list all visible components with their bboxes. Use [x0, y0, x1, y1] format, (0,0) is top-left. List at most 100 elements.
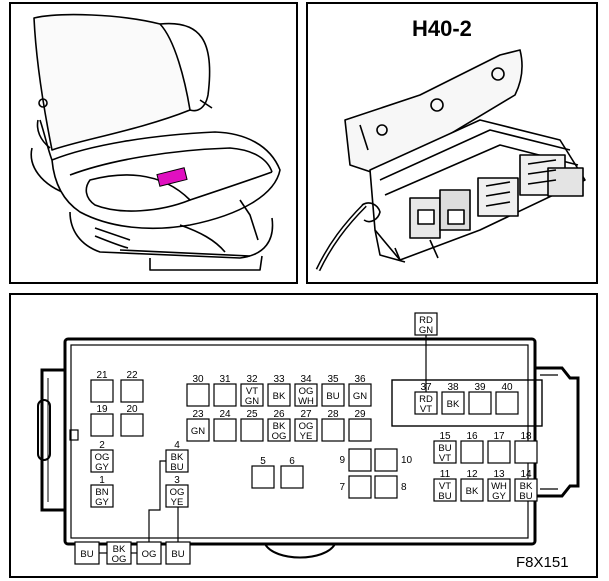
pin-cavity — [348, 475, 372, 499]
pin-cavity — [240, 383, 264, 407]
pin-5: 5 — [251, 456, 275, 489]
wire-color-code: OG — [142, 549, 157, 560]
pin-18: 18 — [514, 431, 538, 464]
pin-24: 24 — [213, 409, 237, 442]
pin-number: 5 — [260, 456, 266, 467]
pin-number: 33 — [273, 374, 285, 385]
pin-cavity — [120, 413, 144, 437]
pin-cavity — [321, 418, 345, 442]
pin-number: 2 — [99, 440, 105, 451]
pin-cavity — [374, 448, 398, 472]
pin-cavity — [213, 383, 237, 407]
pin-number: 25 — [246, 409, 258, 420]
wire-tag — [165, 541, 191, 565]
wire-color-code: WH — [491, 481, 507, 492]
external-wire-2: BU — [74, 541, 107, 565]
external-wire-4: OG — [136, 460, 166, 565]
wire-color-code: GN — [419, 325, 433, 336]
pin-number: 11 — [440, 469, 451, 480]
wire-leader — [148, 460, 166, 542]
wire-color-code: OG — [112, 554, 127, 565]
pin-number: 19 — [96, 404, 108, 415]
wire-color-code: GN — [245, 396, 259, 407]
pin-number: 20 — [126, 404, 138, 415]
pin-16: 16 — [460, 431, 484, 464]
pin-21: 21 — [90, 370, 114, 403]
pin-cavity — [267, 383, 291, 407]
wire-color-code: BU — [80, 549, 93, 560]
connector-illustration — [315, 49, 586, 272]
wire-color-code: YE — [171, 497, 184, 508]
pin-25: 25 — [240, 409, 264, 442]
pin-number: 12 — [466, 469, 478, 480]
pin-cavity — [251, 465, 275, 489]
pin-cavity — [90, 484, 114, 508]
pin-number: 26 — [273, 409, 285, 420]
wire-color-code: VT — [439, 481, 451, 492]
pin-number: 27 — [300, 409, 312, 420]
pin-cavity — [348, 383, 372, 407]
wire-color-code: BU — [171, 549, 184, 560]
pin-number: 28 — [327, 409, 339, 420]
wire-color-code: BK — [113, 544, 126, 555]
wire-color-code: WH — [298, 396, 314, 407]
pin-39: 39 — [468, 382, 492, 415]
wire-color-code: BU — [438, 443, 451, 454]
pin-number: 40 — [501, 382, 513, 393]
pin-number: 39 — [474, 382, 486, 393]
pin-cavity — [294, 383, 318, 407]
pin-cavity — [240, 418, 264, 442]
pin-cavity — [460, 440, 484, 464]
pin-cavity — [90, 449, 114, 473]
pin-9: 9 — [339, 448, 372, 472]
pin-number: 10 — [401, 455, 413, 466]
wire-color-code: VT — [246, 386, 258, 397]
wire-color-code: BK — [520, 481, 533, 492]
connector-location-marker — [156, 167, 188, 187]
wire-color-code: BU — [326, 391, 339, 402]
wire-color-code: BN — [95, 487, 108, 498]
pin-cavity — [441, 391, 465, 415]
wire-tag — [136, 541, 162, 565]
pin-number: 23 — [192, 409, 204, 420]
pin-cavity — [514, 440, 538, 464]
pin-28: 28 — [321, 409, 345, 442]
connector-illustration-panel: H40-2 — [306, 2, 598, 284]
wire-color-code: VT — [439, 453, 451, 464]
pin-number: 32 — [246, 374, 258, 385]
pin-cavity — [186, 383, 210, 407]
wire-color-code: BK — [273, 391, 286, 402]
pin-cavity — [460, 478, 484, 502]
pin-number: 21 — [96, 370, 108, 381]
pin-number: 9 — [339, 455, 345, 466]
pin-30: 30 — [186, 374, 210, 407]
wire-color-code: BK — [466, 486, 479, 497]
pin-cavity — [321, 383, 345, 407]
wire-color-code: BK — [171, 452, 184, 463]
wire-color-code: RD — [419, 315, 433, 326]
wire-color-code: BK — [447, 399, 460, 410]
pin-cavity — [433, 440, 457, 464]
wire-color-code: OG — [272, 431, 287, 442]
pin-cavity — [348, 448, 372, 472]
pin-cavity — [374, 475, 398, 499]
pin-cavity — [90, 413, 114, 437]
pin-cavity — [433, 478, 457, 502]
pin-number: 14 — [520, 469, 532, 480]
